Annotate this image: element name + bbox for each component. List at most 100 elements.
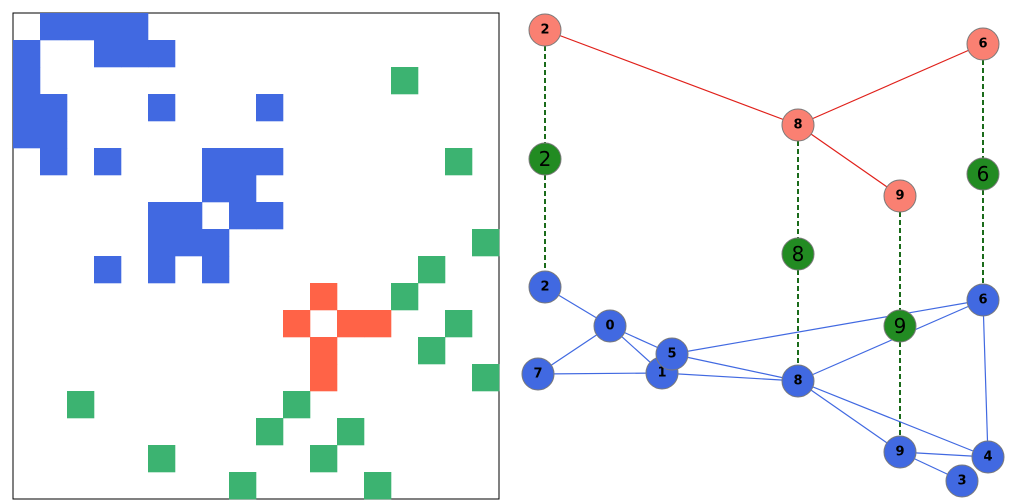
- red-node-2: 2: [528, 13, 562, 47]
- matrix-cell-red: [337, 310, 365, 338]
- blue-node-2: 2: [528, 270, 562, 304]
- matrix-cell-blue: [202, 256, 230, 284]
- matrix-cell-blue: [256, 94, 284, 122]
- blue-edge: [797, 380, 901, 453]
- green-node-2: 2: [528, 142, 562, 176]
- green-node-label: 8: [792, 242, 805, 266]
- matrix-cell-blue: [121, 13, 149, 41]
- matrix-cell-red: [310, 337, 338, 365]
- matrix-cell-blue: [94, 40, 122, 68]
- blue-edge: [671, 353, 799, 382]
- blue-node-circle: [781, 364, 815, 398]
- matrix-cell-blue: [148, 229, 176, 257]
- matrix-cell-green: [472, 364, 500, 392]
- red-node-label: 8: [793, 118, 802, 133]
- matrix-cell-green: [67, 391, 95, 419]
- matrix-cell-blue: [94, 256, 122, 284]
- matrix-cell-blue: [13, 40, 41, 68]
- matrix-cell-blue: [40, 148, 68, 176]
- matrix-cell-green: [364, 472, 392, 500]
- blue-node-5: 5: [655, 337, 689, 371]
- matrix-cell-blue: [13, 121, 41, 149]
- matrix-cell-blue: [148, 94, 176, 122]
- red-node-circle: [966, 27, 1000, 61]
- green-node-label: 9: [894, 314, 907, 338]
- blue-node-circle: [945, 464, 979, 498]
- red-node-6: 6: [966, 27, 1000, 61]
- matrix-cell-green: [472, 229, 500, 257]
- matrix-cell-green: [337, 418, 365, 446]
- red-edge: [797, 43, 984, 126]
- red-node-label: 9: [895, 189, 904, 204]
- blue-edge: [797, 299, 984, 382]
- blue-node-circle: [971, 440, 1005, 474]
- matrix-cell-blue: [121, 40, 149, 68]
- blue-node-label: 6: [978, 293, 987, 308]
- blue-edge: [537, 372, 663, 375]
- green-node-circle: [781, 237, 815, 271]
- green-node-circle: [966, 157, 1000, 191]
- matrix-cell-red: [364, 310, 392, 338]
- blue-node-6: 6: [966, 283, 1000, 317]
- matrix-cell-blue: [202, 148, 230, 176]
- matrix-cell-blue: [202, 229, 230, 257]
- blue-node-circle: [521, 357, 555, 391]
- blue-node-label: 5: [667, 347, 676, 362]
- blue-node-circle: [593, 309, 627, 343]
- matrix-cell-blue: [202, 175, 230, 203]
- red-node-circle: [883, 179, 917, 213]
- matrix-cell-blue: [175, 202, 203, 230]
- matrix-cell-green: [391, 67, 419, 95]
- matrix-cell-red: [310, 283, 338, 311]
- green-node-6: 6: [966, 157, 1000, 191]
- matrix-cell-red: [283, 310, 311, 338]
- matrix-cell-blue: [175, 229, 203, 257]
- graph-edges: [537, 29, 989, 482]
- green-node-circle: [528, 142, 562, 176]
- blue-node-circle: [655, 337, 689, 371]
- green-node-label: 6: [977, 162, 990, 186]
- matrix-cell-blue: [229, 148, 257, 176]
- blue-node-label: 0: [605, 319, 614, 334]
- red-node-circle: [528, 13, 562, 47]
- blue-node-9: 9: [883, 435, 917, 469]
- matrix-cell-blue: [148, 202, 176, 230]
- blue-node-circle: [966, 283, 1000, 317]
- matrix-cell-green: [283, 391, 311, 419]
- blue-node-label: 9: [895, 445, 904, 460]
- red-node-9: 9: [883, 179, 917, 213]
- adjacency-matrix: [12, 12, 500, 500]
- matrix-cell-blue: [40, 94, 68, 122]
- blue-node-label: 7: [533, 367, 542, 382]
- blue-edge: [671, 299, 984, 355]
- blue-node-label: 3: [957, 474, 966, 489]
- matrix-cells: [13, 13, 500, 500]
- matrix-cell-blue: [256, 202, 284, 230]
- blue-edge: [797, 380, 989, 458]
- matrix-cell-green: [148, 445, 176, 473]
- red-edge: [544, 29, 799, 126]
- matrix-cell-blue: [229, 202, 257, 230]
- matrix-cell-blue: [94, 13, 122, 41]
- blue-edge: [982, 299, 989, 458]
- blue-node-label: 2: [540, 280, 549, 295]
- matrix-cell-blue: [13, 67, 41, 95]
- red-edge: [797, 124, 901, 197]
- matrix-cell-green: [418, 337, 446, 365]
- blue-node-label: 4: [983, 450, 992, 465]
- dashed-links: [544, 30, 984, 452]
- blue-node-8: 8: [781, 364, 815, 398]
- matrix-cell-blue: [229, 175, 257, 203]
- blue-node-3: 3: [945, 464, 979, 498]
- blue-node-7: 7: [521, 357, 555, 391]
- matrix-cell-blue: [67, 13, 95, 41]
- red-node-label: 6: [978, 37, 987, 52]
- matrix-cell-blue: [40, 121, 68, 149]
- matrix-cell-green: [445, 148, 473, 176]
- green-node-circle: [883, 309, 917, 343]
- matrix-cell-blue: [94, 148, 122, 176]
- matrix-cell-green: [229, 472, 257, 500]
- matrix-cell-green: [418, 256, 446, 284]
